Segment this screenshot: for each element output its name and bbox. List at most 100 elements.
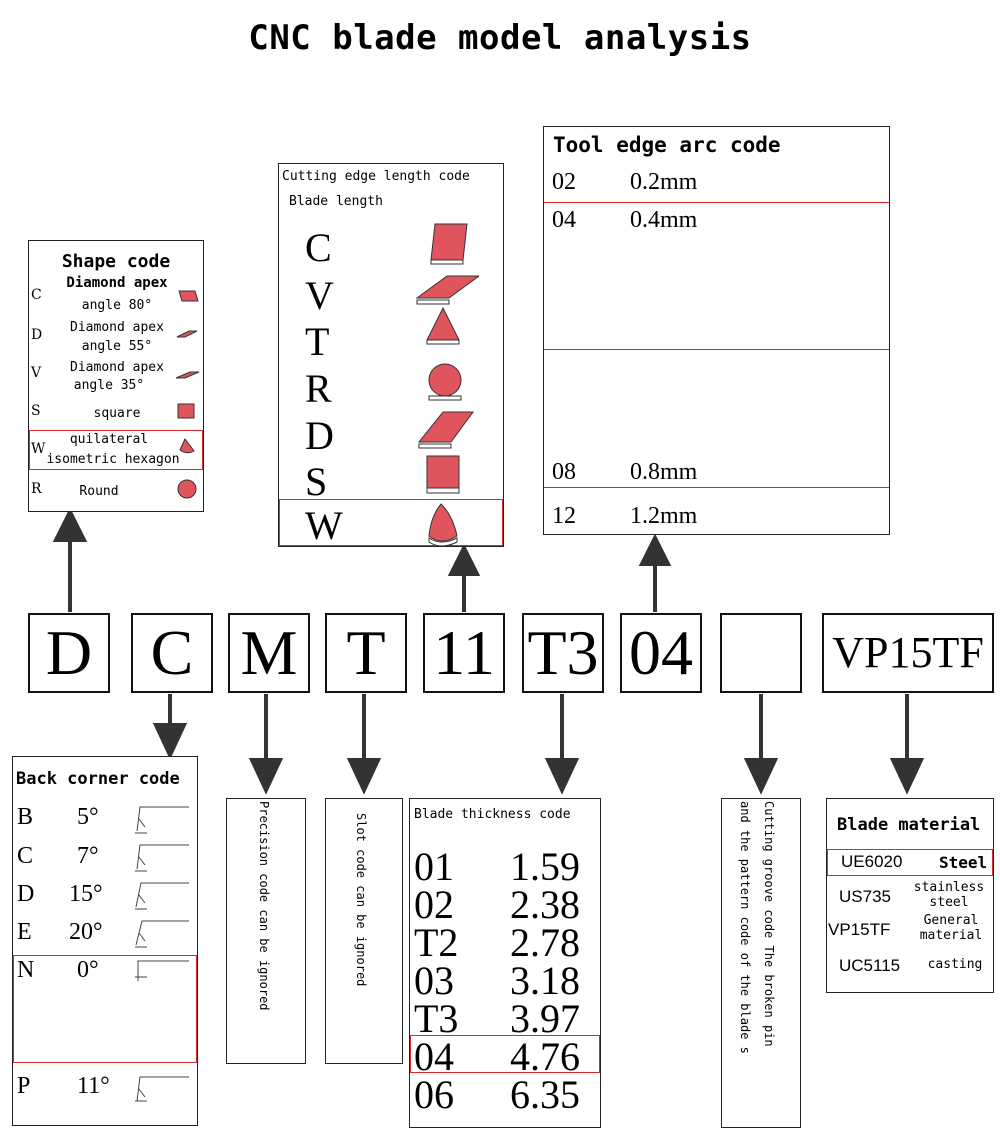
edge-letter: D: [305, 413, 334, 458]
edge-length-subheading: Blade length: [289, 194, 383, 209]
code-box-edge-length: 11: [423, 613, 505, 693]
code-box-groove: [720, 613, 802, 693]
shape-desc: angle 35°: [73, 378, 145, 393]
code-box-shape: D: [28, 613, 110, 693]
edge-letter: W: [305, 503, 343, 548]
code-box-thickness: T3: [522, 613, 604, 693]
back-corner-panel: Back corner code B 5° C 7° D 15° E 20° N…: [12, 756, 198, 1126]
trigon-icon: [179, 438, 195, 454]
shape-code-panel: Shape code C Diamond apex angle 80° D Di…: [28, 240, 204, 512]
shape-desc: Diamond apex: [66, 275, 168, 291]
thickness-code: 02: [414, 882, 454, 927]
thickness-heading: Blade thickness code: [414, 807, 571, 822]
shape-desc: quilateral: [69, 432, 149, 447]
thickness-value: 2.38: [510, 882, 580, 927]
triangle-edge-icon: [426, 306, 460, 345]
groove-panel: Cutting groove code The broken pin and t…: [721, 798, 801, 1128]
shape-letter: D: [31, 327, 43, 343]
material-desc: stainless steel: [913, 880, 985, 910]
thickness-panel: Blade thickness code 01 1.59 02 2.38 T2 …: [409, 798, 601, 1128]
back-corner-angle: 15°: [69, 881, 103, 907]
shape-letter: V: [31, 365, 42, 381]
arc-value: 0.8mm: [630, 459, 698, 485]
thickness-code: 06: [414, 1072, 454, 1117]
page-title: CNC blade model analysis: [248, 18, 752, 58]
shape-letter: W: [31, 441, 46, 457]
thickness-code: 01: [414, 844, 454, 889]
arc-value: 1.2mm: [630, 503, 698, 529]
code-box-slot: T: [325, 613, 407, 693]
arc-code-heading: Tool edge arc code: [553, 133, 781, 157]
precision-note: Precision code can be ignored: [257, 801, 271, 1011]
material-panel: Blade material UE6020 Steel US735 stainl…: [826, 798, 994, 993]
shape-desc: Diamond apex: [70, 360, 164, 375]
thickness-code: T2: [414, 920, 459, 965]
back-corner-angle: 0°: [77, 957, 99, 983]
shape-code-heading: Shape code: [61, 251, 171, 272]
precision-panel: Precision code can be ignored: [226, 798, 306, 1064]
shape-desc: angle 80°: [81, 298, 153, 313]
code-box-back-corner: C: [131, 613, 213, 693]
arc-code: 02: [552, 169, 576, 195]
arc-divider: [544, 487, 889, 488]
back-corner-code: E: [17, 919, 32, 945]
arc-code-panel: Tool edge arc code 02 0.2mm 04 0.4mm 08 …: [543, 126, 890, 535]
groove-note-line1: Cutting groove code The broken pin: [762, 801, 776, 1047]
material-name: UE6020: [841, 852, 903, 871]
thickness-value: 6.35: [510, 1072, 580, 1117]
material-name: VP15TF: [828, 920, 891, 939]
thickness-highlight: [410, 1035, 600, 1073]
code-box-precision: M: [228, 613, 310, 693]
round-icon: [177, 479, 197, 499]
edge-letter: S: [305, 459, 328, 504]
shape-icons: [175, 290, 200, 499]
shape-desc: Round: [79, 484, 119, 499]
arc-value: 0.2mm: [630, 169, 698, 195]
slot-note: Slot code can be ignored: [354, 813, 368, 987]
back-corner-icons: [135, 806, 189, 1102]
thickness-code: 04: [414, 1034, 454, 1079]
shape-letter: S: [31, 403, 41, 419]
thickness-value: 2.78: [510, 920, 580, 965]
arc-code: 04: [552, 207, 576, 233]
material-name: US735: [839, 887, 891, 906]
back-corner-angle: 20°: [69, 919, 103, 945]
edge-icons: [415, 223, 479, 546]
trigon-edge-icon: [428, 503, 458, 546]
slot-panel: Slot code can be ignored: [325, 798, 403, 1064]
thickness-value: 4.76: [510, 1034, 580, 1079]
back-corner-angle: 5°: [77, 804, 99, 830]
edge-length-panel: Cutting edge length code Blade length C …: [278, 163, 504, 547]
thickness-code: 03: [414, 958, 454, 1003]
back-corner-code: N: [17, 957, 35, 983]
shape-desc: square: [93, 406, 141, 421]
thickness-value: 3.97: [510, 996, 580, 1041]
material-name: UC5115: [839, 956, 901, 975]
shape-desc: Diamond apex: [70, 320, 164, 335]
groove-note-line2: and the pattern code of the blade s: [738, 801, 752, 1054]
square-edge-icon: [426, 455, 460, 494]
back-corner-code: P: [17, 1073, 31, 1099]
edge-letter: R: [305, 366, 332, 411]
arc-code: 08: [552, 459, 576, 485]
back-corner-code: D: [17, 881, 35, 907]
code-box-arc: 04: [620, 613, 702, 693]
back-corner-code: C: [17, 843, 34, 869]
back-corner-code: B: [17, 804, 34, 830]
edge-letter: C: [305, 225, 332, 270]
shape-desc: angle 55°: [81, 339, 153, 354]
arc-code: 12: [552, 503, 576, 529]
material-desc: Steel: [939, 853, 988, 872]
diamond-80-icon: [178, 290, 199, 302]
material-heading: Blade material: [837, 815, 981, 835]
arc-divider: [544, 202, 889, 203]
round-edge-icon: [428, 363, 462, 401]
edge-row-highlight: [279, 499, 503, 546]
shape-desc: isometric hexagon: [46, 452, 180, 467]
edge-letter: V: [305, 273, 334, 318]
back-corner-heading: Back corner code: [16, 769, 180, 789]
arc-divider: [544, 349, 889, 350]
edge-length-heading: Cutting edge length code: [282, 169, 470, 184]
shape-row-highlight: [29, 430, 203, 470]
